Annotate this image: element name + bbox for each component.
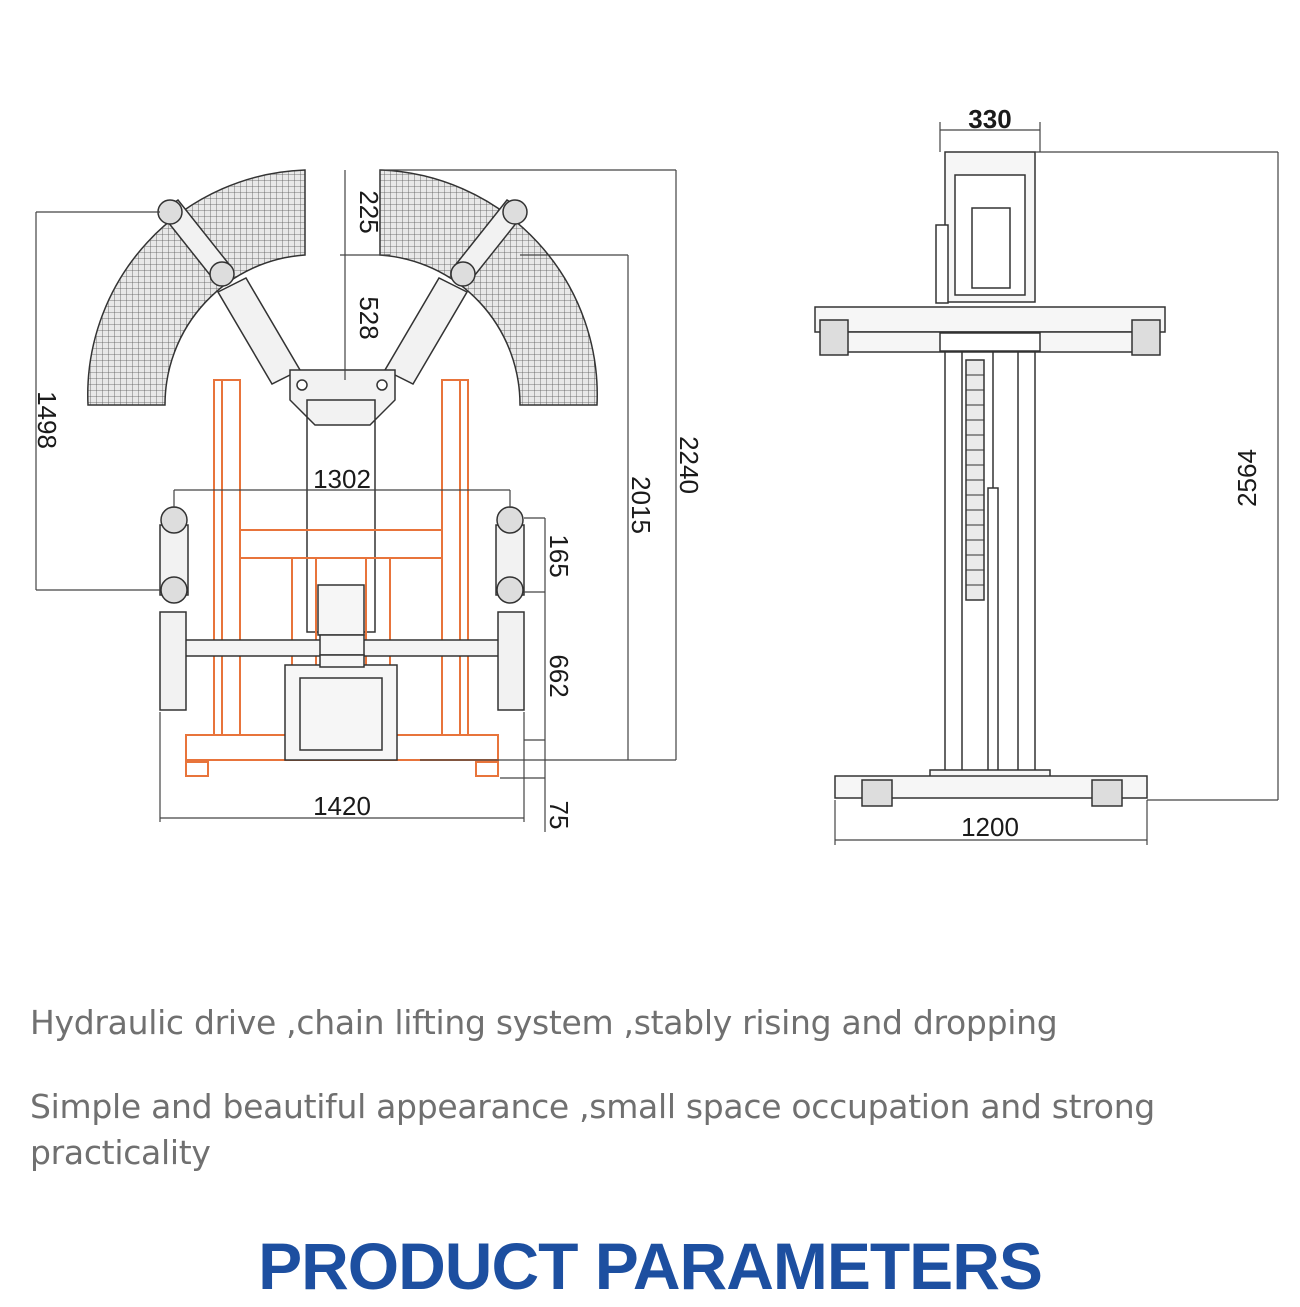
column-head (289, 369, 396, 426)
dim-1498: 1498 (32, 391, 62, 449)
right-roller-bottom (496, 576, 524, 604)
dim-1420: 1420 (313, 791, 371, 821)
dim-662: 662 (544, 654, 574, 697)
hydraulic-cylinder (987, 487, 999, 773)
platform (814, 306, 1166, 333)
description-line-2: Simple and beautiful appearance ,small s… (30, 1087, 1155, 1172)
right-pivot-top (502, 199, 528, 225)
right-roller-top (496, 506, 524, 534)
left-arm-lower (216, 277, 302, 385)
right-mesh-tray (379, 169, 598, 406)
dim-165: 165 (544, 534, 574, 577)
front-view: 225 528 1498 1302 2015 2240 165 662 1420… (32, 169, 704, 832)
dim-75: 75 (544, 801, 574, 830)
side-view: 330 2564 1200 (814, 104, 1279, 845)
right-pivot-mid (450, 261, 476, 287)
dim-2240: 2240 (674, 436, 704, 494)
motor-unit (284, 584, 398, 761)
dim-528: 528 (354, 296, 384, 339)
description-line-1: Hydraulic drive ,chain lifting system ,s… (30, 1003, 1058, 1042)
base (834, 775, 1148, 799)
dim-1302: 1302 (313, 464, 371, 494)
left-roller-bottom (160, 576, 188, 604)
left-mesh-tray (87, 169, 306, 406)
dim-2564: 2564 (1232, 449, 1262, 507)
right-arm-lower (383, 277, 469, 385)
dim-1200: 1200 (961, 812, 1019, 842)
dim-330: 330 (968, 104, 1011, 134)
left-pivot-top (157, 199, 183, 225)
dim-225: 225 (354, 190, 384, 233)
left-leg (159, 611, 187, 711)
technical-drawing: 225 528 1498 1302 2015 2240 165 662 1420… (32, 104, 1279, 845)
left-roller-top (160, 506, 188, 534)
dim-2015: 2015 (626, 476, 656, 534)
right-leg (497, 611, 525, 711)
section-title: PRODUCT PARAMETERS (258, 1229, 1043, 1303)
left-pivot-mid (209, 261, 235, 287)
